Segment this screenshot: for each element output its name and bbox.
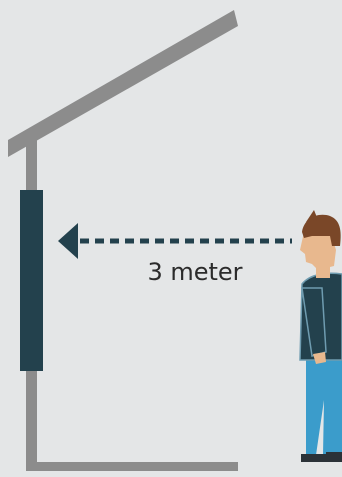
distance-label: 3 meter [140, 258, 250, 286]
distance-arrow [58, 223, 292, 259]
person-icon [300, 210, 342, 462]
wall-panel [20, 190, 43, 371]
person-hair-tuft [306, 210, 318, 222]
roof-beam [8, 10, 238, 157]
person-jeans [306, 352, 342, 455]
arrow-head-icon [58, 223, 78, 259]
person-shoe [301, 454, 326, 462]
floor-beam [26, 462, 238, 471]
person-shoe-back [326, 452, 342, 462]
